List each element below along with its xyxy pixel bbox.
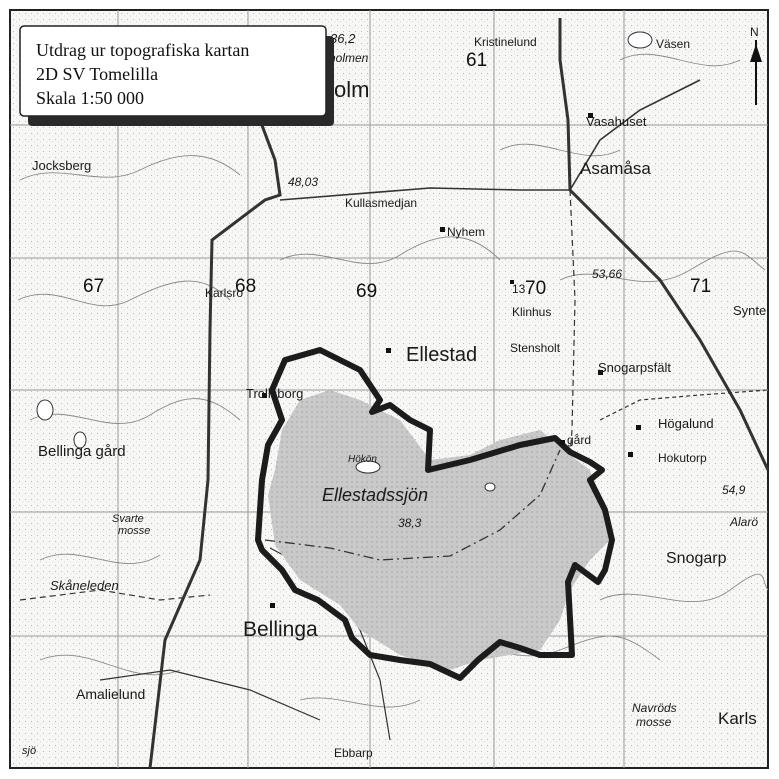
map-info-box: Utdrag ur topografiska kartan 2D SV Tome… bbox=[19, 25, 334, 126]
grid-number-70: 70 bbox=[525, 278, 546, 299]
place-label: sjö bbox=[22, 745, 36, 757]
elevation-label: 48,03 bbox=[288, 175, 318, 189]
grid-number-69: 69 bbox=[356, 281, 377, 302]
roads bbox=[19, 18, 770, 769]
place-label: Ebbarp bbox=[334, 746, 373, 760]
place-label: Vasahuset bbox=[586, 114, 647, 129]
grid-number-67: 67 bbox=[83, 276, 104, 297]
place-label: Klinhus bbox=[512, 305, 551, 319]
grid-number-61: 61 bbox=[466, 50, 487, 71]
lake-ellestadssjon bbox=[268, 390, 610, 670]
grid-number-71: 71 bbox=[690, 276, 711, 297]
ponds bbox=[36, 31, 653, 492]
place-label: Ellestad bbox=[406, 344, 477, 366]
place-label: Jocksberg bbox=[32, 158, 91, 173]
coordinate-grid bbox=[10, 10, 768, 768]
place-label: Asamåsa bbox=[580, 159, 651, 178]
elevation-label: 54,9 bbox=[722, 483, 746, 497]
place-label: mosse bbox=[636, 715, 672, 729]
elevation-label: 13 bbox=[512, 282, 526, 296]
place-label: Kristinelund bbox=[474, 35, 537, 49]
place-label: rholmen bbox=[325, 51, 369, 65]
info-scale: Skala 1:50 000 bbox=[36, 88, 144, 108]
place-label: Kullasmedjan bbox=[345, 196, 417, 210]
place-label: Stensholt bbox=[510, 341, 561, 355]
place-label: Hokutorp bbox=[658, 451, 707, 465]
grid-number-68: 68 bbox=[235, 276, 256, 297]
north-label: N bbox=[750, 25, 759, 39]
place-label: olm bbox=[334, 77, 369, 102]
place-label: Karls bbox=[718, 709, 757, 728]
place-label: Amalielund bbox=[76, 686, 145, 702]
place-label: Synte bbox=[733, 303, 766, 318]
place-label: Hökön bbox=[348, 454, 377, 465]
elevation-label: 36,2 bbox=[330, 31, 356, 46]
info-title: Utdrag ur topografiska kartan bbox=[36, 40, 249, 60]
place-label: gård bbox=[567, 433, 591, 447]
place-label: Trollsborg bbox=[246, 386, 303, 401]
lake-name-label: Ellestadssjön bbox=[322, 485, 428, 505]
place-label: Snogarp bbox=[666, 550, 727, 567]
place-label: Väsen bbox=[656, 37, 690, 51]
lake-elevation-label: 38,3 bbox=[398, 516, 422, 530]
place-label: Navröds bbox=[632, 701, 677, 715]
place-label: Bellinga gård bbox=[38, 443, 126, 460]
elevation-label: 53,66 bbox=[592, 267, 622, 281]
info-sheet: 2D SV Tomelilla bbox=[36, 64, 158, 84]
place-label: Skåneleden bbox=[50, 578, 119, 593]
place-label: Karlsro bbox=[205, 286, 243, 300]
north-arrow-icon: N bbox=[750, 25, 762, 105]
place-label: Svarte bbox=[112, 513, 144, 525]
place-label: Bellinga bbox=[243, 618, 318, 641]
place-label: mosse bbox=[118, 525, 150, 537]
place-label: Alarö bbox=[729, 515, 758, 529]
place-label: Snogarpsfält bbox=[598, 360, 671, 375]
place-label: Nyhem bbox=[447, 225, 485, 239]
building-markers bbox=[262, 113, 641, 608]
place-label: Högalund bbox=[658, 416, 714, 431]
protected-area-boundary bbox=[255, 347, 615, 681]
administrative-boundary bbox=[264, 449, 561, 561]
